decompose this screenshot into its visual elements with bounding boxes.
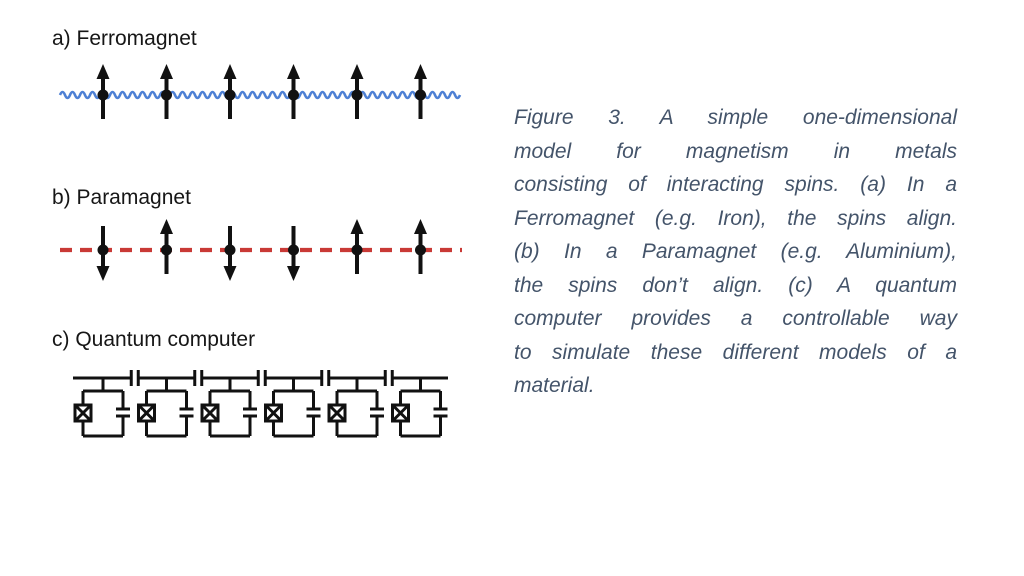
- caption-line: to simulate these different models of a: [514, 340, 957, 364]
- spin-up-arrowhead-icon: [223, 64, 237, 79]
- caption-line: computer provides a controllable way: [514, 307, 957, 330]
- ferromagnet-coupling-wavy-line: [58, 90, 462, 100]
- josephson-junction-cross: [391, 403, 410, 423]
- qubit-circuit-diagram: [73, 370, 448, 438]
- caption-line: (b) In a Paramagnet (e.g. Aluminium),: [514, 240, 957, 263]
- spin-up-arrowhead-icon: [160, 219, 173, 234]
- spin-site-dot: [224, 89, 236, 101]
- spin-site-dot: [97, 89, 109, 101]
- quantum-computer-label: c) Quantum computer: [52, 328, 256, 351]
- caption-line: Figure 3. A simple one-dimensional: [514, 106, 957, 129]
- josephson-junction-cross: [327, 403, 347, 423]
- caption-line: consisting of interacting spins. (a) In …: [514, 173, 957, 196]
- josephson-junction-cross: [264, 403, 283, 423]
- josephson-junction-box-icon: [73, 403, 93, 423]
- josephson-junction-box-icon: [327, 403, 347, 423]
- spin-site-dot: [415, 89, 426, 101]
- josephson-junction-box-icon: [391, 403, 410, 423]
- spin-site-dot: [161, 244, 172, 256]
- figure-caption: Figure 3. A simple one-dimensional model …: [514, 101, 957, 403]
- caption-line: Ferromagnet (e.g. Iron), the spins align…: [514, 206, 957, 230]
- josephson-junction-box-icon: [137, 403, 156, 423]
- spin-up-arrowhead-icon: [160, 64, 173, 79]
- ferromagnet-spin-chain-diagram: [58, 64, 462, 119]
- spin-up-arrowhead-icon: [350, 64, 364, 79]
- josephson-junction-box-icon: [200, 403, 220, 423]
- ferromagnet-label: a) Ferromagnet: [52, 27, 197, 50]
- spin-site-dot: [288, 89, 299, 101]
- spin-site-dot: [415, 244, 426, 256]
- caption-line: model for magnetism in metals: [514, 139, 957, 163]
- spin-down-arrowhead-icon: [96, 266, 110, 281]
- spin-up-arrowhead-icon: [414, 64, 427, 79]
- josephson-junction-cross: [73, 403, 93, 423]
- josephson-junction-box-icon: [264, 403, 283, 423]
- spin-site-dot: [351, 244, 363, 256]
- spin-up-arrowhead-icon: [287, 64, 300, 79]
- paramagnet-spin-chain-diagram: [60, 219, 462, 281]
- paramagnet-label: b) Paramagnet: [52, 186, 191, 209]
- spin-down-arrowhead-icon: [287, 266, 300, 281]
- caption-line: the spins don’t align. (c) A quantum: [514, 273, 957, 297]
- caption-line: material.: [514, 374, 595, 397]
- spin-site-dot: [351, 89, 363, 101]
- spin-up-arrowhead-icon: [414, 219, 427, 234]
- spin-site-dot: [224, 244, 236, 256]
- spin-down-arrowhead-icon: [223, 266, 237, 281]
- spin-up-arrowhead-icon: [96, 64, 110, 79]
- josephson-junction-cross: [137, 403, 156, 423]
- spin-up-arrowhead-icon: [350, 219, 364, 234]
- spin-site-dot: [161, 89, 172, 101]
- spin-site-dot: [288, 244, 299, 256]
- spin-site-dot: [97, 244, 109, 256]
- josephson-junction-cross: [200, 403, 220, 423]
